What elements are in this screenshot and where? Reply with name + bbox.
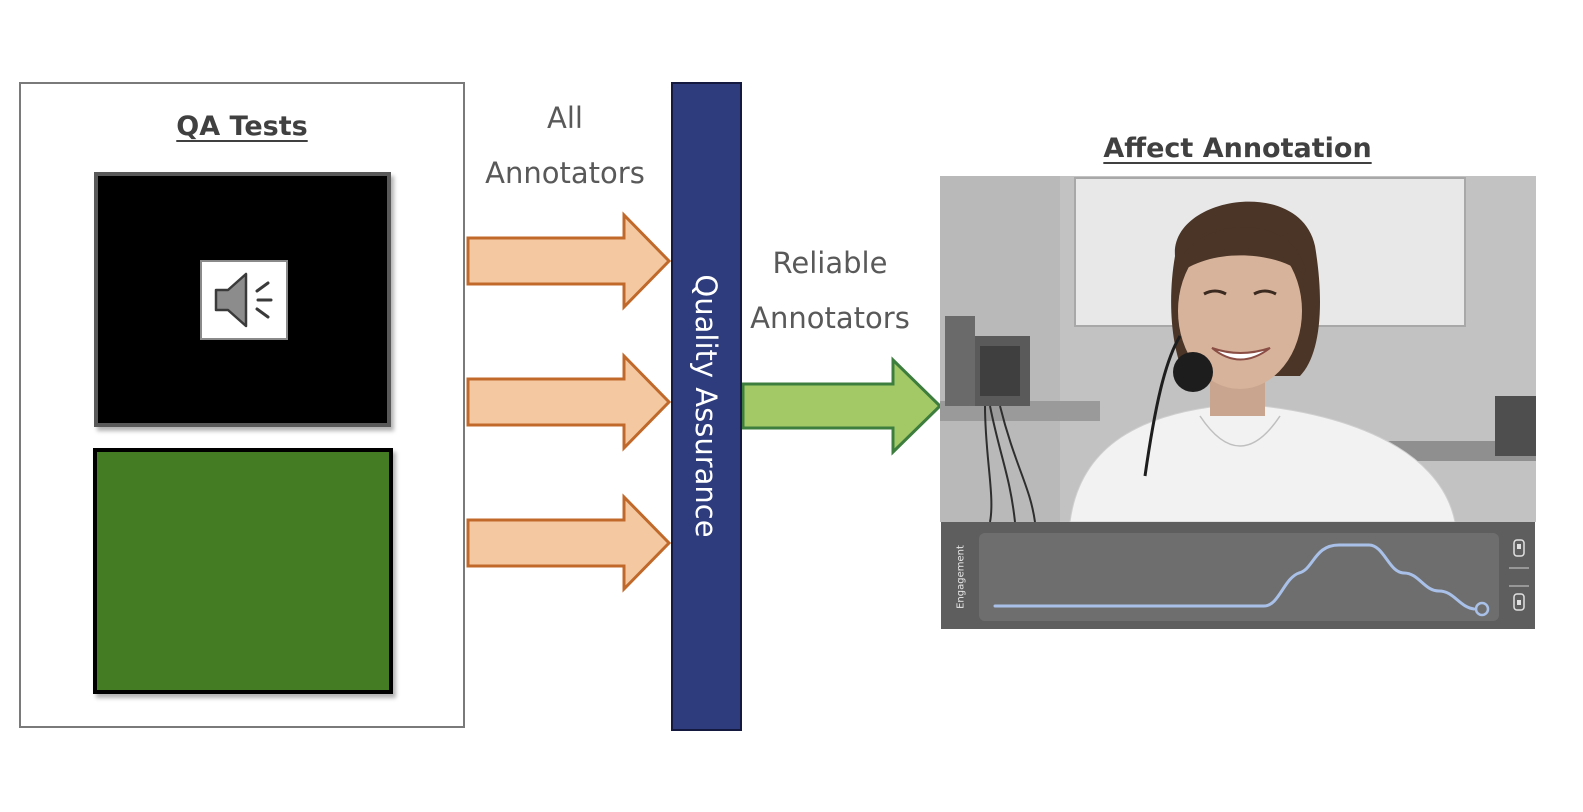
speaker-icon: [200, 260, 288, 340]
input-arrow-3: [466, 493, 672, 593]
all-annotators-label: All Annotators: [470, 91, 660, 201]
qa-tests-title: QA Tests: [176, 111, 308, 142]
engagement-trace-plot: [979, 533, 1499, 621]
quality-assurance-bar: [671, 82, 742, 731]
engagement-axis-label: Engagement: [955, 545, 967, 609]
annotation-video-frame: [940, 176, 1536, 522]
color-test-tile: [93, 448, 393, 694]
quality-assurance-label: Quality Assurance: [689, 274, 723, 538]
reliable-annotators-line1: Reliable: [772, 246, 888, 280]
engagement-trace-line: [993, 543, 1476, 611]
reliable-annotators-label: Reliable Annotators: [735, 236, 925, 346]
all-annotators-line2: Annotators: [485, 156, 645, 190]
output-arrow: [741, 356, 943, 456]
input-arrow-1: [466, 211, 672, 311]
trace-cursor: [1474, 601, 1490, 617]
input-arrow-2: [466, 352, 672, 452]
trace-scale-controls: [1509, 539, 1529, 611]
reliable-annotators-line2: Annotators: [750, 301, 910, 335]
all-annotators-line1: All: [547, 101, 583, 135]
affect-annotation-title: Affect Annotation: [1103, 133, 1372, 164]
